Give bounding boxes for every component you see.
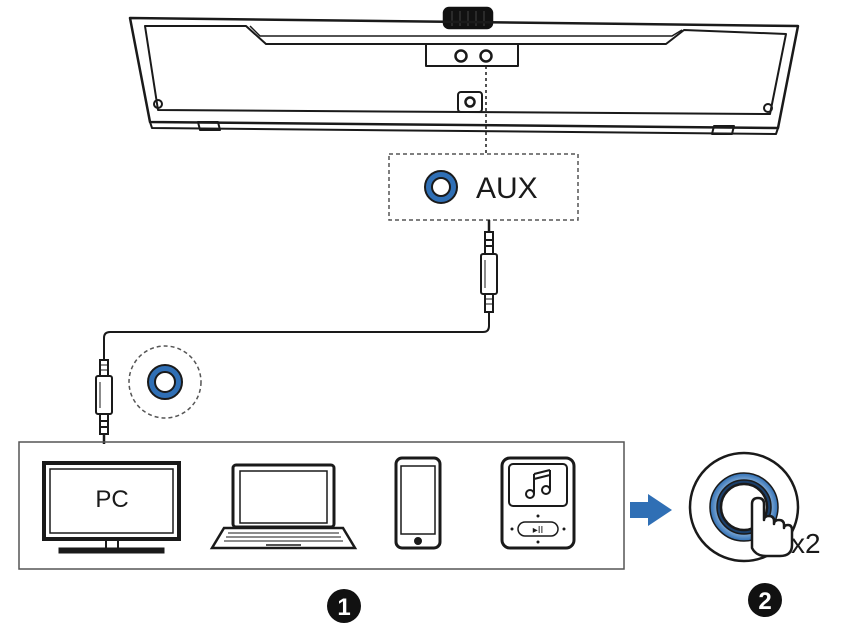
phone-icon	[394, 456, 442, 550]
press-count-label: x2	[791, 528, 821, 559]
device-audio-jack-icon	[128, 345, 202, 419]
monitor-icon	[42, 461, 181, 554]
source-devices-box	[18, 441, 625, 570]
svg-text:2: 2	[758, 588, 771, 615]
upper-audio-plug-icon	[480, 220, 498, 313]
aux-label: AUX	[476, 172, 538, 205]
lower-audio-plug-icon	[95, 359, 113, 444]
pc-screen-label: PC	[95, 486, 128, 513]
knob-press-icon	[688, 451, 800, 563]
music-player-icon: ▸II	[500, 456, 576, 550]
soundbar	[128, 6, 800, 135]
step-number-2: 2	[748, 583, 782, 617]
audio-cable	[103, 312, 490, 360]
aux-callout: AUX	[388, 153, 579, 221]
finger-tap-icon	[750, 496, 794, 558]
volume-knob-icon	[442, 6, 494, 30]
laptop-icon	[209, 463, 358, 550]
step-number-1: 1	[327, 589, 361, 623]
play-pause-icon: ▸II	[533, 525, 544, 536]
music-note-icon	[525, 469, 551, 499]
aux-port-icon	[424, 170, 458, 204]
arrow-right-icon	[630, 494, 672, 526]
svg-text:1: 1	[337, 594, 350, 621]
